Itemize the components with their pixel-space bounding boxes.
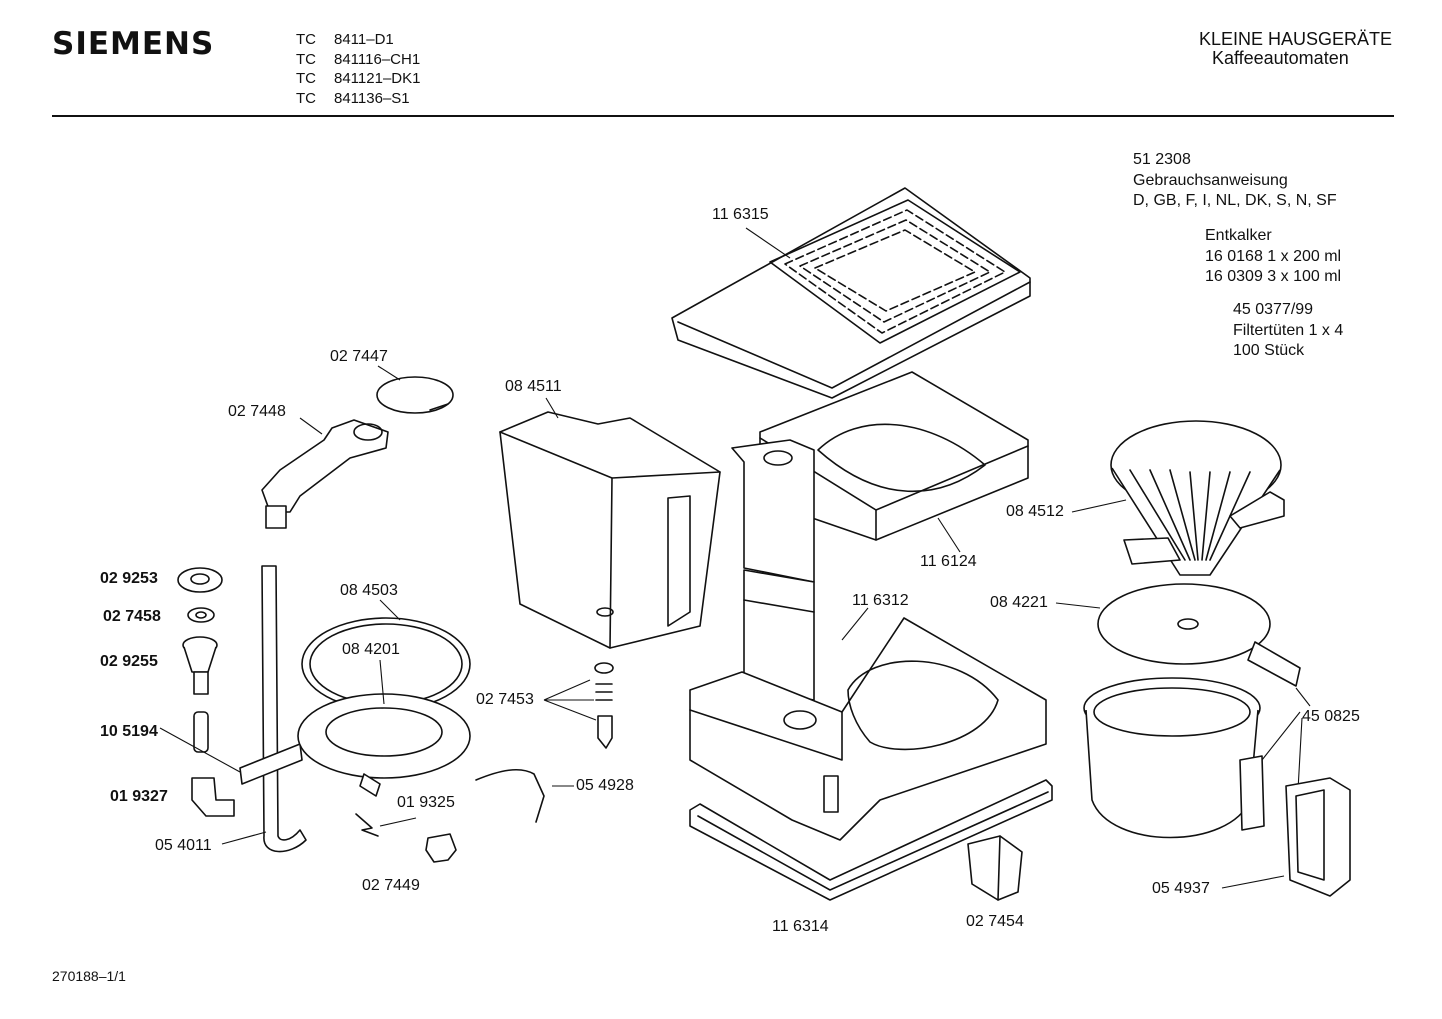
switch-02-7449 bbox=[425, 833, 457, 863]
water-tank bbox=[499, 411, 721, 649]
heater-ring bbox=[297, 617, 471, 797]
label-11-6314: 11 6314 bbox=[772, 918, 829, 935]
document-id: 270188–1/1 bbox=[52, 968, 126, 984]
elbow-01-9327 bbox=[191, 777, 235, 817]
category-heading: KLEINE HAUSGERÄTE Kaffeeautomaten bbox=[1199, 30, 1392, 68]
cable-05-4928 bbox=[475, 768, 545, 823]
label-02-9253: 02 9253 bbox=[100, 570, 158, 587]
pipe-05-4011 bbox=[239, 565, 307, 853]
label-01-9327: 01 9327 bbox=[110, 788, 168, 805]
label-05-4011: 05 4011 bbox=[155, 837, 212, 854]
manual-note: 51 2308 Gebrauchsanweisung D, GB, F, I, … bbox=[1133, 151, 1337, 209]
label-05-4928: 05 4928 bbox=[576, 777, 634, 794]
label-02-7453: 02 7453 bbox=[476, 691, 534, 708]
label-02-7448: 02 7448 bbox=[228, 403, 286, 420]
label-02-7447: 02 7447 bbox=[330, 348, 388, 365]
descaler-note: Entkalker 16 0168 1 x 200 ml 16 0309 3 x… bbox=[1205, 227, 1342, 285]
valve-02-9255 bbox=[182, 636, 218, 695]
filter-holder bbox=[1110, 420, 1285, 576]
spout-cap bbox=[376, 376, 454, 414]
rocker-switch bbox=[967, 835, 1023, 901]
label-08-4512: 08 4512 bbox=[1006, 503, 1064, 520]
washer-02-9253 bbox=[177, 567, 223, 593]
label-08-4201: 08 4201 bbox=[342, 641, 400, 658]
label-02-7454: 02 7454 bbox=[966, 913, 1024, 930]
label-10-5194: 10 5194 bbox=[100, 723, 158, 740]
label-01-9325: 01 9325 bbox=[397, 794, 455, 811]
clip-01-9325 bbox=[355, 813, 379, 837]
carafe bbox=[1083, 677, 1265, 839]
label-02-7458: 02 7458 bbox=[103, 608, 161, 625]
header-divider bbox=[52, 115, 1394, 117]
label-45-0825: 45 0825 bbox=[1302, 708, 1360, 725]
label-08-4511: 08 4511 bbox=[505, 378, 562, 395]
lid-grille bbox=[671, 187, 1031, 399]
outlet-elbow bbox=[261, 419, 389, 529]
carafe-handle bbox=[1285, 777, 1351, 897]
riser-column bbox=[731, 439, 815, 701]
label-08-4221: 08 4221 bbox=[990, 594, 1048, 611]
label-11-6312: 11 6312 bbox=[852, 592, 909, 609]
category-title: KLEINE HAUSGERÄTE bbox=[1198, 29, 1392, 49]
label-11-6315: 11 6315 bbox=[712, 206, 769, 223]
filter-note: 45 0377/99 Filtertüten 1 x 4 100 Stück bbox=[1233, 301, 1344, 359]
filter-tray bbox=[759, 371, 1029, 541]
bottom-plate bbox=[689, 779, 1053, 901]
label-05-4937: 05 4937 bbox=[1152, 880, 1210, 897]
base-housing bbox=[689, 617, 1047, 841]
brand-logo: SIEMENS bbox=[52, 26, 215, 62]
label-08-4503: 08 4503 bbox=[340, 582, 398, 599]
label-11-6124: 11 6124 bbox=[920, 553, 977, 570]
label-02-7449: 02 7449 bbox=[362, 877, 420, 894]
tube-10-5194 bbox=[193, 711, 209, 753]
category-subtitle: Kaffeeautomaten bbox=[1211, 48, 1349, 68]
label-02-9255: 02 9255 bbox=[100, 653, 158, 670]
spring-valve bbox=[594, 662, 614, 749]
washer-02-7458 bbox=[187, 607, 215, 623]
warming-plate bbox=[1097, 583, 1301, 687]
